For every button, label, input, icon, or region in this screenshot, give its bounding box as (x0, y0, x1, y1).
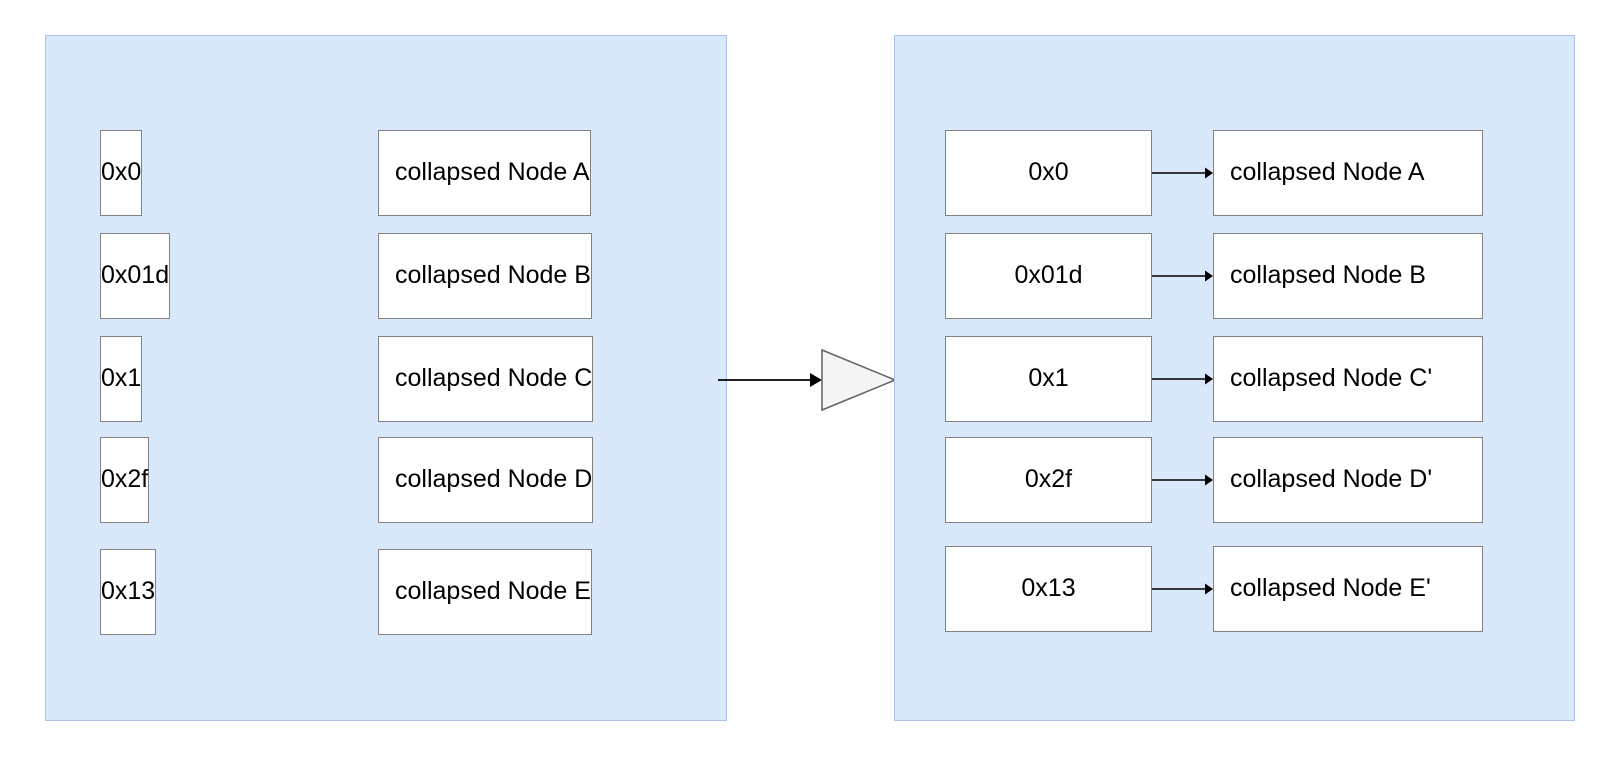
key-box[interactable]: 0x01d (100, 233, 171, 319)
key-box[interactable]: 0x1 (100, 336, 143, 422)
node-label-box[interactable]: collapsed Node C' (1213, 336, 1483, 422)
node-label-box[interactable]: collapsed Node D (378, 437, 594, 523)
key-box[interactable]: 0x0 (100, 130, 143, 216)
node-label-box[interactable]: collapsed Node D' (1213, 437, 1483, 523)
key-box[interactable]: 0x2f (100, 437, 150, 523)
node-label-box[interactable]: collapsed Node A (378, 130, 591, 216)
key-box[interactable]: 0x13 (945, 546, 1152, 632)
key-box[interactable]: 0x13 (100, 549, 157, 635)
node-label-box[interactable]: collapsed Node A (1213, 130, 1483, 216)
node-label-box[interactable]: collapsed Node E (378, 549, 592, 635)
node-label-box[interactable]: collapsed Node E' (1213, 546, 1483, 632)
key-box[interactable]: 0x0 (945, 130, 1152, 216)
node-label-box[interactable]: collapsed Node B (378, 233, 592, 319)
key-box[interactable]: 0x01d (945, 233, 1152, 319)
transition-arrow-icon (718, 340, 898, 420)
key-box[interactable]: 0x2f (945, 437, 1152, 523)
key-box[interactable]: 0x1 (945, 336, 1152, 422)
node-label-box[interactable]: collapsed Node B (1213, 233, 1483, 319)
node-label-box[interactable]: collapsed Node C (378, 336, 594, 422)
